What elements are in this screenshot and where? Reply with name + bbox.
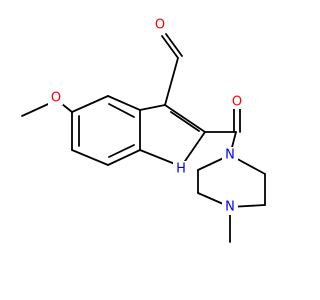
- bond-c2-n1: [182, 131, 206, 165]
- bond-c3-c2-inner: [170, 111, 200, 132]
- bond-c3a-c3: [139, 104, 166, 111]
- molecule-structure: O O O H N N: [21, 17, 266, 243]
- bond-c3a-c4-inner: [108, 103, 135, 118]
- atom-labels: O O O H N N: [48, 17, 244, 215]
- bond-c4-c5: [71, 95, 109, 113]
- bond-c7-c7a-inner: [108, 144, 135, 158]
- indole-nh-label: H: [176, 162, 186, 177]
- aldehyde-oxygen-label: O: [155, 18, 165, 33]
- bond-aldehyde-c-o-1: [161, 35, 179, 59]
- bond-n1-c7a: [139, 149, 176, 165]
- bond-aldehyde-c-o-2: [165, 33, 183, 57]
- methoxy-oxygen-label: O: [51, 91, 61, 106]
- piperazine-n1-label: N: [225, 148, 235, 163]
- carbonyl-oxygen-label: O: [232, 95, 242, 110]
- bond-c7-c7a: [107, 149, 141, 166]
- bond-c3a-c4: [107, 95, 141, 111]
- piperazine-n4-label: N: [225, 200, 235, 215]
- bond-c3-c2: [164, 104, 206, 133]
- bond-c6-c7: [71, 149, 109, 166]
- bond-c3-aldehyde: [164, 57, 179, 106]
